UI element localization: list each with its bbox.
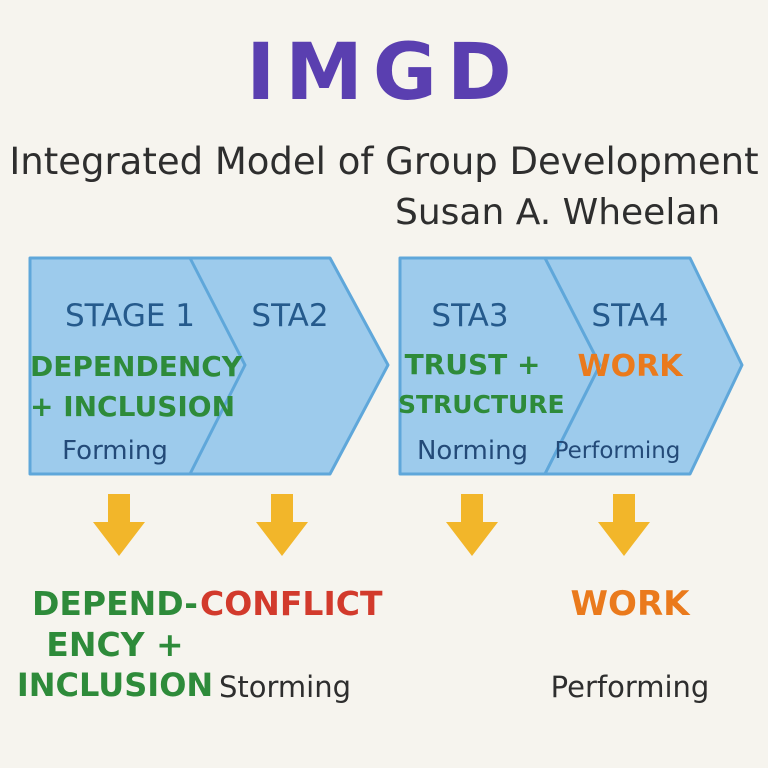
stage-1-theme-line1: DEPENDENCY: [30, 350, 243, 383]
stage-1-theme-line2: + INCLUSION: [30, 390, 236, 423]
outcome-2-phase: Storming: [218, 670, 352, 704]
stage-3-label: STA3: [431, 298, 509, 334]
author-name: Susan A. Wheelan: [395, 192, 721, 233]
stage-4-phase: Performing: [554, 438, 681, 464]
stage-4-theme-line1: WORK: [577, 349, 683, 384]
diagram-title: IMGD: [246, 28, 522, 118]
outcome-4-line1: WORK: [570, 584, 690, 624]
stage-3-theme-line2: STRUCTURE: [398, 390, 565, 419]
stage-4-label: STA4: [591, 298, 669, 334]
outcome-4-phase: Performing: [550, 670, 710, 704]
outcome-2-line1: CONFLICT: [200, 584, 383, 623]
diagram-subtitle: Integrated Model of Group Development: [9, 140, 759, 183]
down-arrow-icon: [256, 494, 308, 556]
stage-2-label: STA2: [251, 298, 329, 334]
stage-1-label: STAGE 1: [64, 298, 196, 334]
down-arrow-icon: [93, 494, 145, 556]
chevron-stage-4: [543, 256, 744, 476]
chevron-stage-2: [188, 256, 390, 476]
outcome-1-line1: DEPEND-: [32, 584, 198, 623]
down-arrow-icon: [446, 494, 498, 556]
outcome-1-line2: ENCY +: [46, 625, 184, 664]
stage-1-phase: Forming: [62, 436, 168, 466]
stage-3-theme-line1: TRUST +: [404, 348, 541, 381]
outcome-1-line3: INCLUSION: [16, 666, 214, 704]
down-arrow-icon: [598, 494, 650, 556]
stage-3-phase: Norming: [416, 436, 529, 466]
